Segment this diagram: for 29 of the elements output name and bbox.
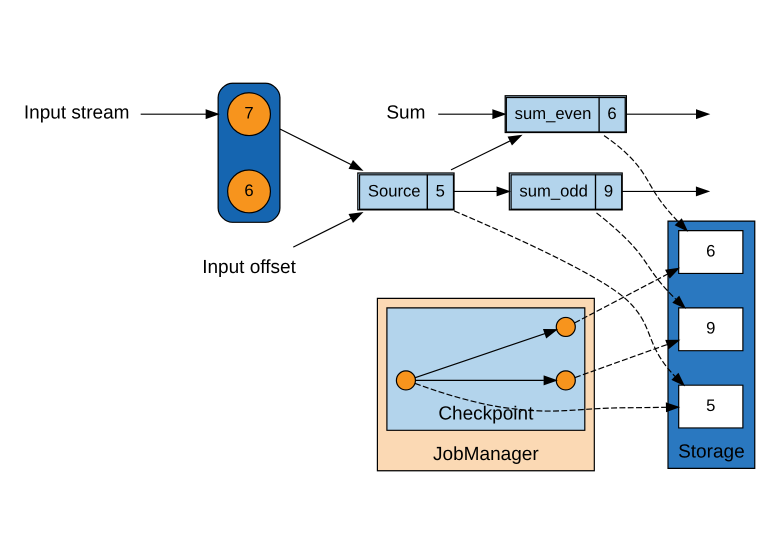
arrow — [596, 212, 686, 310]
node-box: 5 — [678, 384, 744, 429]
node-text: Input offset — [202, 257, 296, 278]
arrow — [454, 186, 511, 196]
arrow — [293, 212, 364, 248]
arrow — [574, 268, 680, 324]
arrow — [454, 210, 686, 386]
arrow — [140, 109, 220, 120]
node-box: 9 — [678, 307, 744, 352]
node-circle — [556, 370, 576, 391]
node-text: Input stream — [24, 102, 130, 124]
arrow — [450, 134, 523, 170]
arrow — [574, 340, 680, 378]
node-circle — [556, 316, 576, 338]
cluster — [218, 82, 281, 223]
node-circle: 6 — [227, 169, 272, 214]
node-text: Sum — [386, 102, 426, 124]
arrow — [438, 109, 507, 120]
cluster: Checkpoint — [386, 307, 586, 431]
arrow — [280, 128, 364, 171]
arrow — [416, 375, 558, 386]
arrow — [604, 135, 688, 232]
node-box: 6 — [678, 230, 744, 274]
node-circle — [396, 370, 416, 391]
node-circle: 7 — [227, 92, 272, 136]
arrow — [626, 109, 710, 120]
arrow — [622, 186, 710, 196]
arrow — [414, 382, 680, 412]
arrow — [414, 328, 558, 378]
